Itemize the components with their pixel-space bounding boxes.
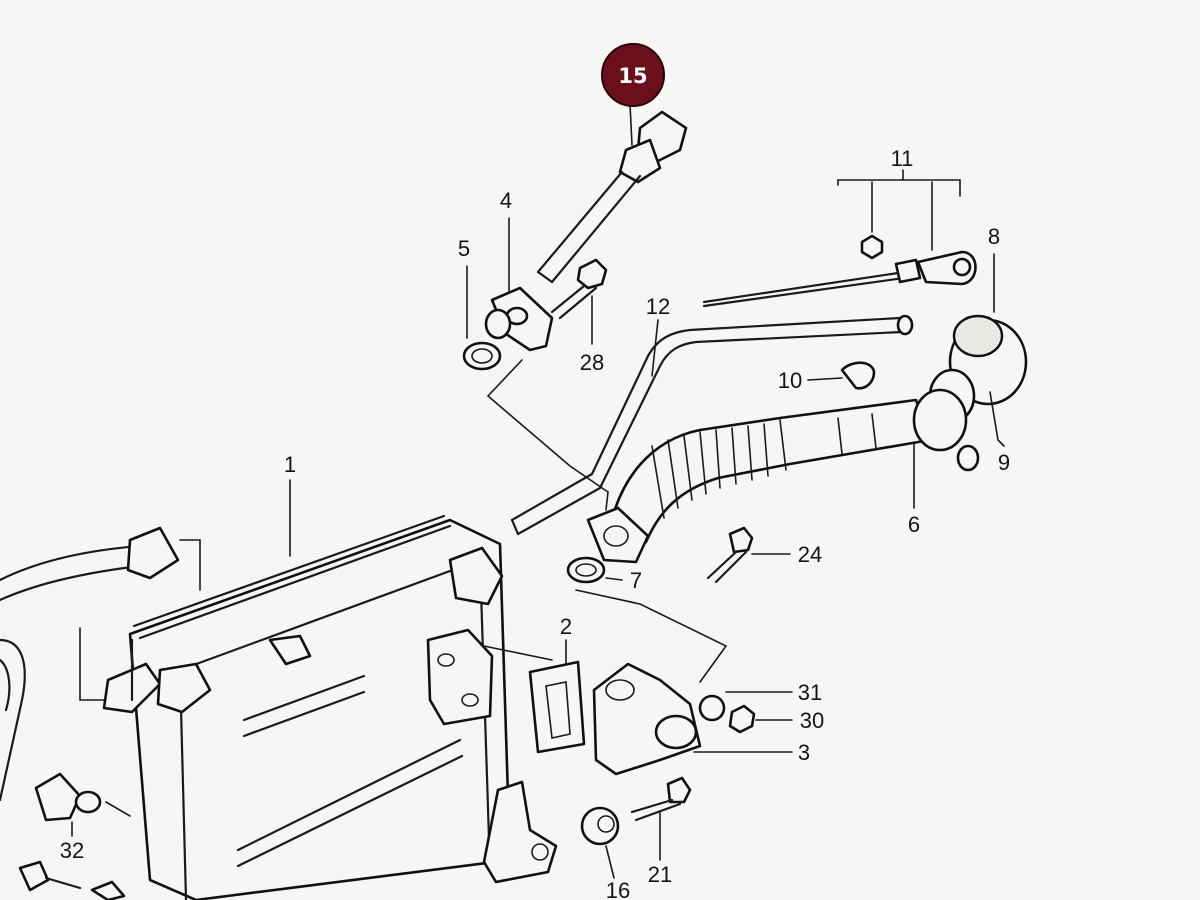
callout-3: 3 [798, 740, 810, 765]
callout-7: 7 [630, 568, 642, 593]
part-2-gasket [528, 639, 586, 754]
bottom-left-bolt [18, 860, 126, 900]
elbow-flange [586, 506, 650, 564]
part-21-bolt [630, 776, 692, 861]
callout-5: 5 [458, 236, 470, 261]
callout-12: 12 [646, 294, 670, 319]
callout-16: 16 [606, 878, 630, 900]
callout-28: 28 [580, 350, 604, 375]
callout-15-badge: 15 [601, 43, 665, 107]
part-32-fitting [34, 772, 131, 837]
callout-8: 8 [988, 224, 1000, 249]
callout-31: 31 [798, 680, 822, 705]
callout-24: 24 [798, 542, 822, 567]
part-7-washer [566, 556, 623, 584]
callout-10: 10 [778, 368, 802, 393]
callout-labels: 4 5 28 12 11 8 10 9 6 24 7 1 2 31 30 3 2… [60, 146, 1010, 900]
part-10-clip [807, 361, 876, 390]
part-1-cooler [128, 479, 512, 900]
callout-1: 1 [284, 452, 296, 477]
callout-30: 30 [800, 708, 824, 733]
callout-9: 9 [998, 450, 1010, 475]
part-31-washer [698, 691, 793, 722]
callout-11: 11 [891, 146, 914, 171]
leader-7-to-3 [575, 589, 728, 683]
flange-plate [426, 628, 553, 726]
part-6-hose [608, 398, 932, 544]
part-3-elbow [592, 662, 793, 776]
part-4-bracket [484, 217, 554, 352]
callout-32: 32 [60, 838, 84, 863]
callout-6: 6 [908, 512, 920, 537]
part-12-rod [510, 314, 914, 536]
part-15-fitting [536, 103, 688, 284]
part-24-bolt [706, 526, 791, 584]
part-28-bolt [550, 258, 608, 345]
part-16-bushing [580, 806, 620, 879]
part-30-nut [728, 704, 793, 734]
part-9-rings [912, 368, 1005, 472]
callout-2: 2 [560, 614, 572, 639]
callout-15-text: 15 [618, 64, 647, 88]
leader-4-assembly [486, 359, 609, 511]
callout-21: 21 [648, 862, 672, 887]
left-pipes [0, 526, 212, 802]
mount-bracket [482, 780, 558, 884]
part-5-washer [462, 265, 502, 371]
callout-4: 4 [500, 188, 512, 213]
part-11-cable [702, 169, 977, 308]
